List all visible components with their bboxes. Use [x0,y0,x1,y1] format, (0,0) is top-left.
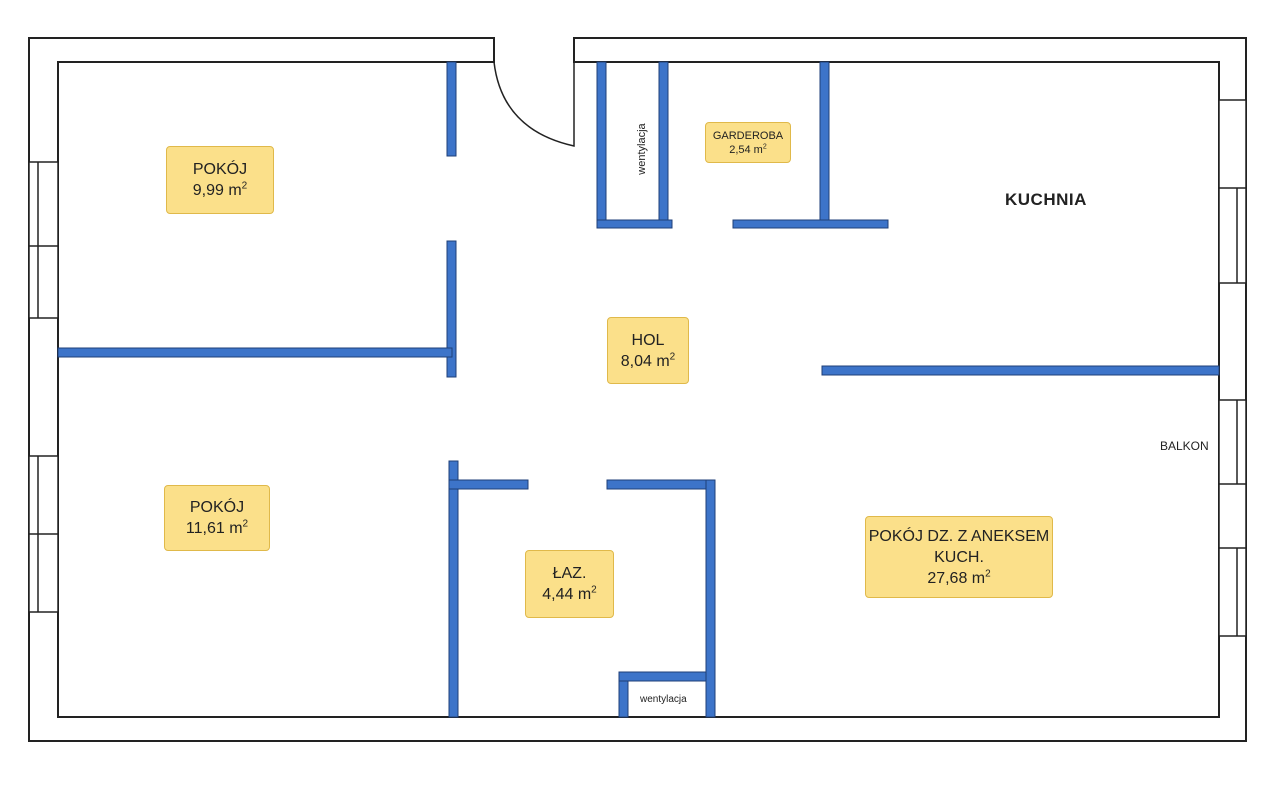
room-area-value: 8,04 m [620,352,670,370]
wall-garderoba-right [819,61,830,229]
room-label-garderoba: GARDEROBA 2,54 m2 [705,122,791,163]
entry-door-swing [493,61,575,147]
room-name: POKÓJ DZ. Z ANEKSEM [868,527,1050,545]
room-area: 4,44 m2 [542,584,596,605]
room-label-hol: HOL 8,04 m2 [607,317,689,384]
wall-vent-bottom [596,219,673,229]
room-area: 8,04 m2 [621,351,675,372]
window-right-1 [1218,99,1247,284]
room-name: HOL [631,331,665,349]
room-name: ŁAZ. [552,565,587,582]
window-left-1 [28,161,59,319]
windows-left [28,161,59,613]
ventilation-label-top: wentylacja [636,123,648,175]
wall-horizontal-left [57,347,453,358]
room-area: 11,61 m2 [186,518,248,539]
room-area: 9,99 m2 [193,180,247,201]
wall-laz-top-left [448,479,529,490]
wall-vent-right [658,61,669,229]
wall-pokoj1-top [446,61,457,157]
wall-horizontal-right [821,365,1220,376]
room-name: POKÓJ [189,499,245,516]
room-area: 27,68 m2 [927,568,990,589]
unit-superscript: 2 [762,142,767,150]
room-label-pokoj-2: POKÓJ 11,61 m2 [164,485,270,551]
wall-laz-top-right [606,479,716,490]
wall-laz-right [705,479,716,718]
wall-vent2-top [618,671,707,682]
room-area-value: 11,61 m [185,520,243,537]
unit-superscript: 2 [985,568,991,580]
inner-walls [57,61,1220,718]
room-name: GARDEROBA [712,129,784,142]
room-area-value: 9,99 m [192,182,242,199]
unit-superscript: 2 [591,584,597,596]
wall-pokoj1-bottom [446,240,457,378]
room-area-value: 27,68 m [927,569,986,587]
wall-garderoba-bottom [732,219,889,229]
room-name: POKÓJ [192,161,248,178]
balcony-label: BALKON [1160,439,1209,453]
room-label-lazienka: ŁAZ. 4,44 m2 [525,550,614,618]
wall-laz-left [448,460,459,718]
room-label-pokoj-1: POKÓJ 9,99 m2 [166,146,274,214]
unit-superscript: 2 [242,518,249,530]
room-area-value: 4,44 m [542,586,592,603]
room-name-line-2: KUCH. [934,548,984,566]
ventilation-label-bottom: wentylacja [640,694,687,705]
unit-superscript: 2 [241,180,248,192]
room-area: 2,54 m2 [729,143,767,157]
windows-right [1218,99,1247,637]
kitchen-label: KUCHNIA [1005,190,1087,209]
room-label-pokoj-dzienny: POKÓJ DZ. Z ANEKSEM KUCH. 27,68 m2 [865,516,1053,598]
unit-superscript: 2 [669,351,676,363]
wall-vent-left [596,61,607,229]
room-area-value: 2,54 m [729,143,763,156]
balcony-door [1218,399,1247,637]
